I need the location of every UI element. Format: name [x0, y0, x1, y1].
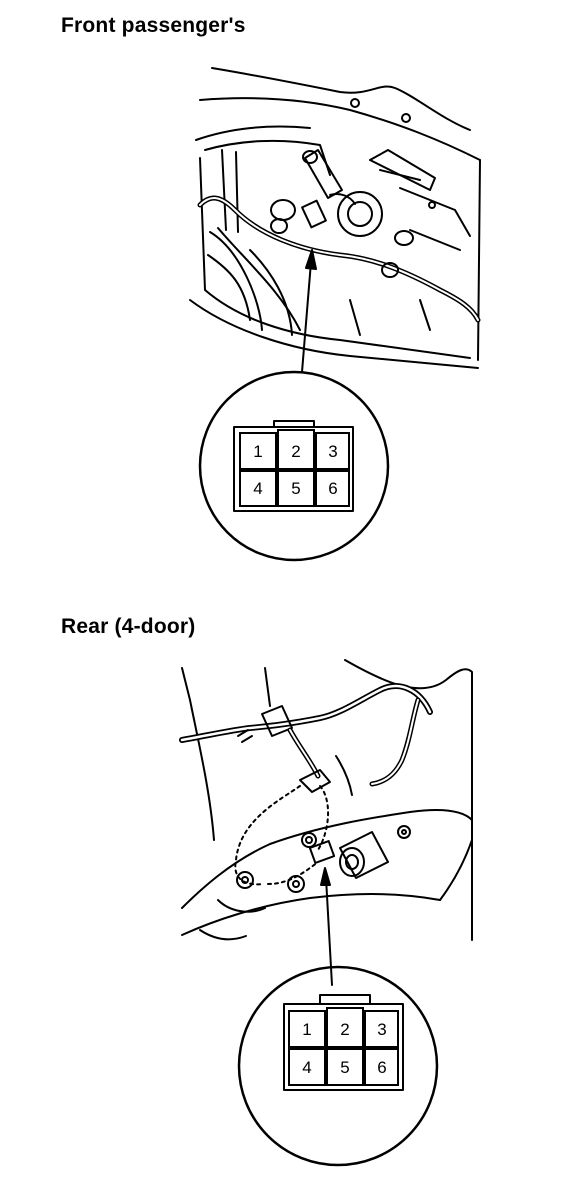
rear-pin-4: 4 [302, 1058, 311, 1077]
front-door-illustration [189, 67, 481, 369]
rear-pin-2: 2 [340, 1020, 349, 1039]
front-pin-6: 6 [328, 479, 337, 498]
rear-pin-5: 5 [340, 1058, 349, 1077]
rear-door-illustration [179, 659, 473, 941]
front-pin-4: 4 [253, 479, 262, 498]
front-pointer-arrow [301, 249, 317, 373]
rear-pin-6: 6 [377, 1058, 386, 1077]
front-pin-1: 1 [253, 442, 262, 461]
rear-section-title: Rear (4-door) [61, 615, 196, 638]
rear-pin-3: 3 [377, 1020, 386, 1039]
front-pin-5: 5 [291, 479, 300, 498]
front-pin-2: 2 [291, 442, 300, 461]
front-section-title: Front passenger's [61, 14, 246, 37]
front-connector-callout [198, 370, 390, 562]
rear-connector-callout [237, 965, 439, 1167]
front-pin-3: 3 [328, 442, 337, 461]
rear-pin-1: 1 [302, 1020, 311, 1039]
